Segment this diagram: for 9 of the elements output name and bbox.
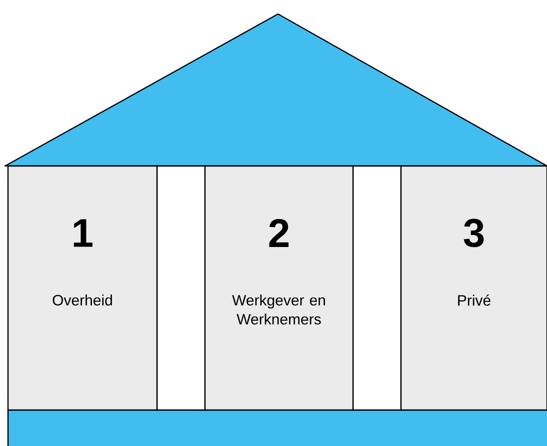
pillar-label: Privé bbox=[458, 294, 490, 306]
pillar bbox=[400, 165, 547, 411]
pillar-number: 1 bbox=[74, 219, 92, 247]
pillar-label: Overheid bbox=[52, 294, 112, 306]
pillar-number: 2 bbox=[269, 219, 289, 247]
pillar bbox=[204, 165, 354, 411]
pillar bbox=[7, 165, 158, 411]
pillar-label: Werkgever en Werknemers bbox=[232, 294, 325, 325]
pillar-number: 3 bbox=[464, 218, 484, 248]
